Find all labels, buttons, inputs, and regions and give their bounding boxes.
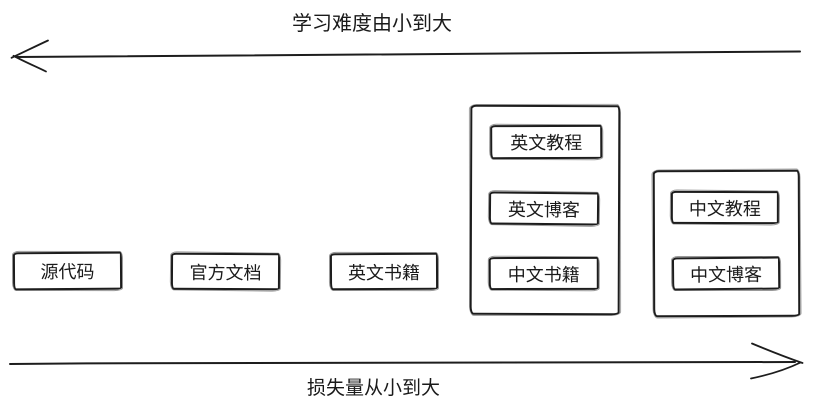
box-chinese-blogs: 中文博客	[671, 256, 781, 291]
top-axis-arrow-left	[10, 39, 801, 73]
top-axis-label: 学习难度由小到大	[292, 13, 452, 35]
bottom-axis-label: 损失量从小到大	[307, 378, 441, 399]
box-english-books: 英文书籍	[329, 252, 439, 291]
box-source-code: 源代码	[12, 251, 123, 291]
box-official-docs: 官方文档	[170, 252, 281, 291]
group-english-resources: 英文教程 英文博客 中文书籍	[469, 104, 621, 316]
bottom-axis-arrow-right	[9, 342, 804, 380]
box-chinese-tutorials-label: 中文教程	[688, 198, 761, 219]
box-english-books-label: 英文书籍	[347, 262, 421, 283]
box-source-code-label: 源代码	[40, 261, 95, 283]
group-chinese-resources: 中文教程 中文博客	[652, 169, 801, 318]
box-english-tutorials-label: 英文教程	[510, 132, 583, 154]
box-english-blogs: 英文博客	[488, 191, 600, 226]
box-english-tutorials: 英文教程	[490, 124, 603, 160]
box-chinese-tutorials: 中文教程	[670, 190, 779, 225]
box-official-docs-label: 官方文档	[189, 262, 262, 283]
box-chinese-books: 中文书籍	[488, 256, 599, 291]
box-chinese-books-label: 中文书籍	[507, 264, 580, 285]
box-english-blogs-label: 英文博客	[507, 199, 581, 220]
box-chinese-blogs-label: 中文博客	[690, 264, 763, 285]
